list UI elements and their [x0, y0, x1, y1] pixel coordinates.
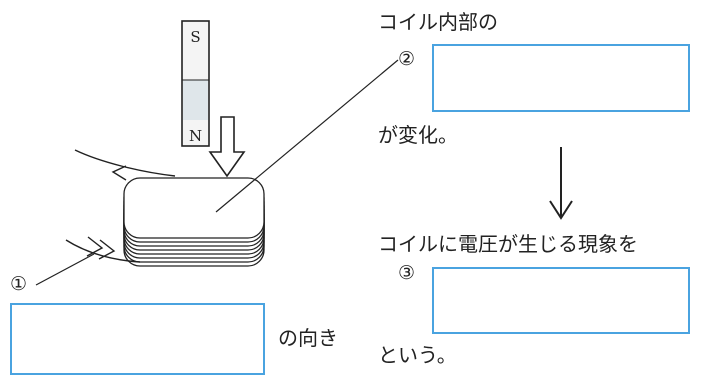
current-arrow-bottom-1 [86, 236, 104, 257]
marker-1: ① [10, 273, 28, 295]
pointer-line-1 [35, 253, 95, 286]
magnet-n-pole: N [189, 127, 202, 145]
coil [123, 177, 265, 267]
label-phenomenon: コイルに電圧が生じる現象を [378, 232, 638, 256]
flow-down-arrow [549, 147, 573, 220]
marker-2: ② [398, 48, 416, 70]
marker-3: ③ [398, 262, 416, 284]
coil-lead-top [74, 149, 176, 177]
answer-box-3[interactable] [432, 267, 690, 334]
label-changes: が変化。 [378, 123, 458, 147]
pointer-line-2 [215, 59, 399, 213]
downward-motion-arrow [208, 116, 246, 178]
label-is-called: という。 [378, 343, 457, 367]
current-arrow-bottom-2 [98, 239, 116, 260]
label-coil-inside: コイル内部の [378, 10, 498, 34]
coil-lead-bottom [65, 239, 141, 263]
answer-box-1[interactable] [10, 303, 265, 375]
answer-box-2[interactable] [432, 44, 690, 112]
bar-magnet: S N [181, 20, 210, 147]
label-direction: の向き [278, 326, 338, 350]
current-arrow-top [111, 165, 127, 181]
magnet-s-pole: S [190, 28, 200, 46]
